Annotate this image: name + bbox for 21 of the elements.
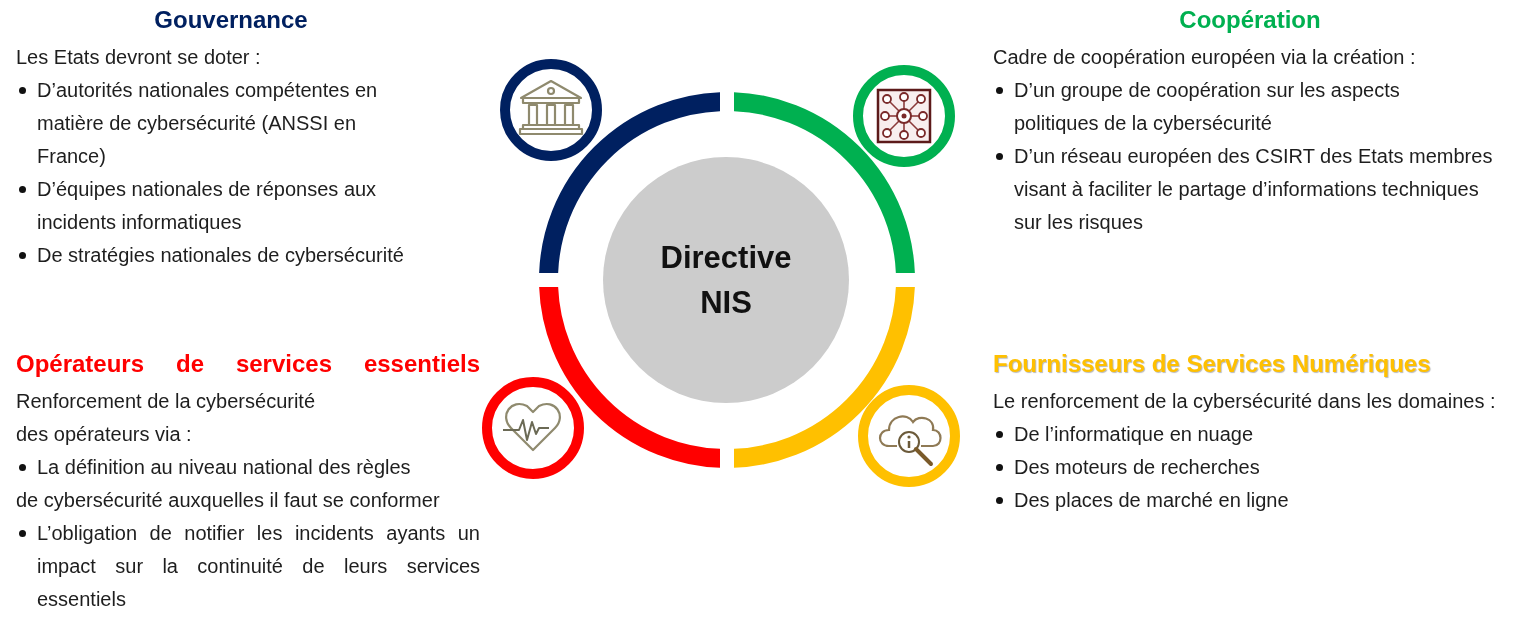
body-text: de cybersécurité auxquelles il faut se conformer bbox=[16, 488, 440, 513]
body-text: Les Etats devront se doter : bbox=[16, 45, 261, 70]
bullet-text: La définition au niveau national des règles bbox=[37, 455, 411, 480]
bullet-text: De stratégies nationales de cybersécurité bbox=[37, 243, 404, 268]
bullet-text: De l’informatique en nuage bbox=[1014, 422, 1254, 447]
bullet-text: D’équipes nationales de réponses aux incidents informatiques bbox=[37, 177, 378, 235]
bullet-text: Des places de marché en ligne bbox=[1014, 488, 1289, 513]
bullet-text: L’obligation de notifier les incidents ayants un impact sur la continuité de leurs services essentiels bbox=[37, 521, 480, 612]
center-label: Directive NIS bbox=[659, 239, 793, 322]
bullet-text: D’un réseau européen des CSIRT des Etats membres visant à faciliter le partage d’informations techniques sur les risques bbox=[1014, 144, 1494, 235]
body-text: Cadre de coopération européen via la création : bbox=[993, 45, 1416, 70]
section-heading: Coopération bbox=[1179, 5, 1321, 35]
body-text: Le renforcement de la cybersécurité dans les domaines : bbox=[993, 389, 1496, 414]
section-heading: Gouvernance bbox=[154, 5, 308, 35]
bullet-text: D’autorités nationales compétentes en matière de cybersécurité (ANSSI en France) bbox=[37, 78, 379, 169]
bullet-text: Des moteurs de recherches bbox=[1014, 455, 1260, 480]
section-heading: Fournisseurs de Services Numériques bbox=[993, 349, 1431, 379]
body-text: Renforcement de la cybersécurité bbox=[16, 389, 316, 414]
bullet-text: D’un groupe de coopération sur les aspects politiques de la cybersécurité bbox=[1014, 78, 1401, 136]
body-text: des opérateurs via : bbox=[16, 422, 192, 447]
section-heading: Opérateurs de services essentiels bbox=[16, 349, 480, 379]
